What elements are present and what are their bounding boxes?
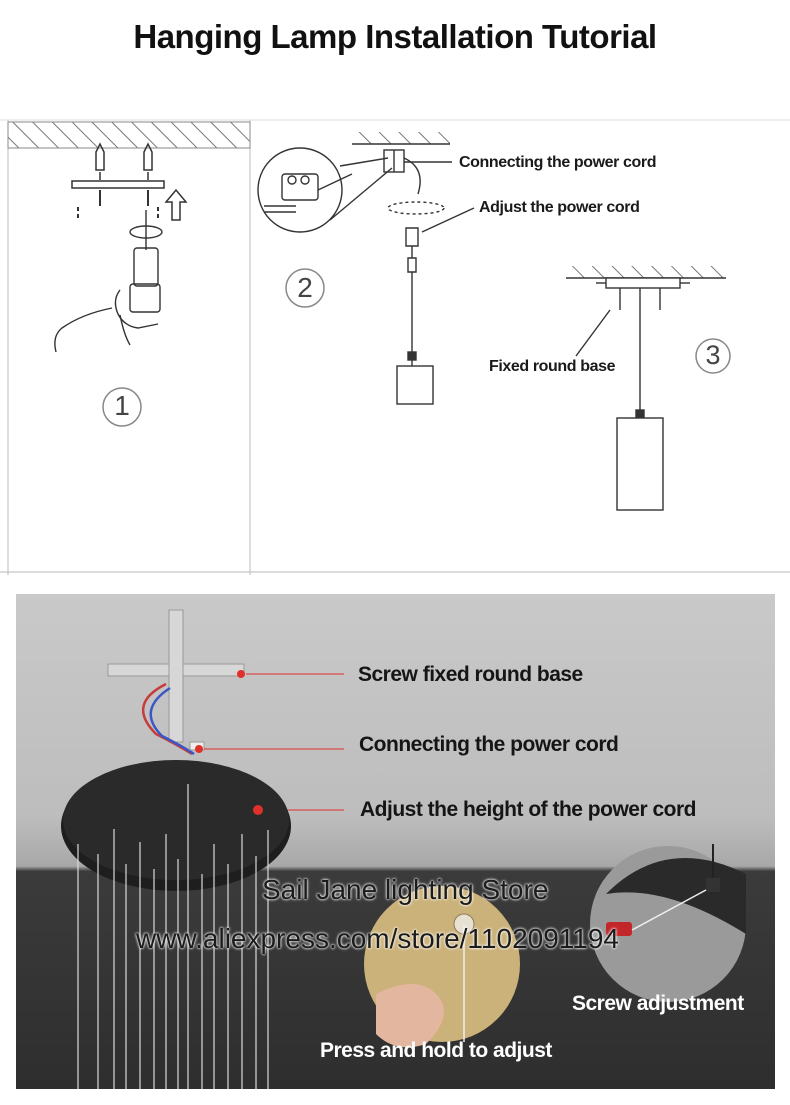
step1-illustration	[7, 121, 251, 427]
press-hold-inset	[364, 886, 520, 1048]
label-adjust-power-cord: Adjust the power cord	[479, 199, 640, 216]
step2-number: 2	[297, 272, 313, 303]
watermark-store-url: www.aliexpress.com/store/1102091194	[136, 923, 619, 954]
screw-adjustment-inset	[590, 844, 746, 1002]
lamp-canopy-photo	[61, 609, 746, 1089]
label-fixed-round-base: Fixed round base	[489, 358, 616, 375]
step3-illustration	[566, 266, 731, 511]
page-title: Hanging Lamp Installation Tutorial	[133, 18, 657, 55]
label-screw-adjustment: Screw adjustment	[572, 992, 744, 1015]
step2-illustration	[257, 132, 475, 405]
watermark-store-name: Sail Jane lighting Store	[262, 874, 549, 905]
installation-diagram	[0, 119, 790, 575]
label-screw-fixed-round-base: Screw fixed round base	[358, 663, 583, 686]
label-press-hold-adjust: Press and hold to adjust	[320, 1039, 552, 1062]
step3-number: 3	[705, 340, 721, 370]
step1-number: 1	[114, 390, 130, 421]
label-connecting-power-cord: Connecting the power cord	[459, 154, 657, 171]
product-photo-section: Screw fixed round base Connecting the po…	[16, 594, 775, 1089]
label-photo-connecting-power-cord: Connecting the power cord	[359, 733, 619, 756]
label-adjust-height-power-cord: Adjust the height of the power cord	[360, 798, 697, 821]
